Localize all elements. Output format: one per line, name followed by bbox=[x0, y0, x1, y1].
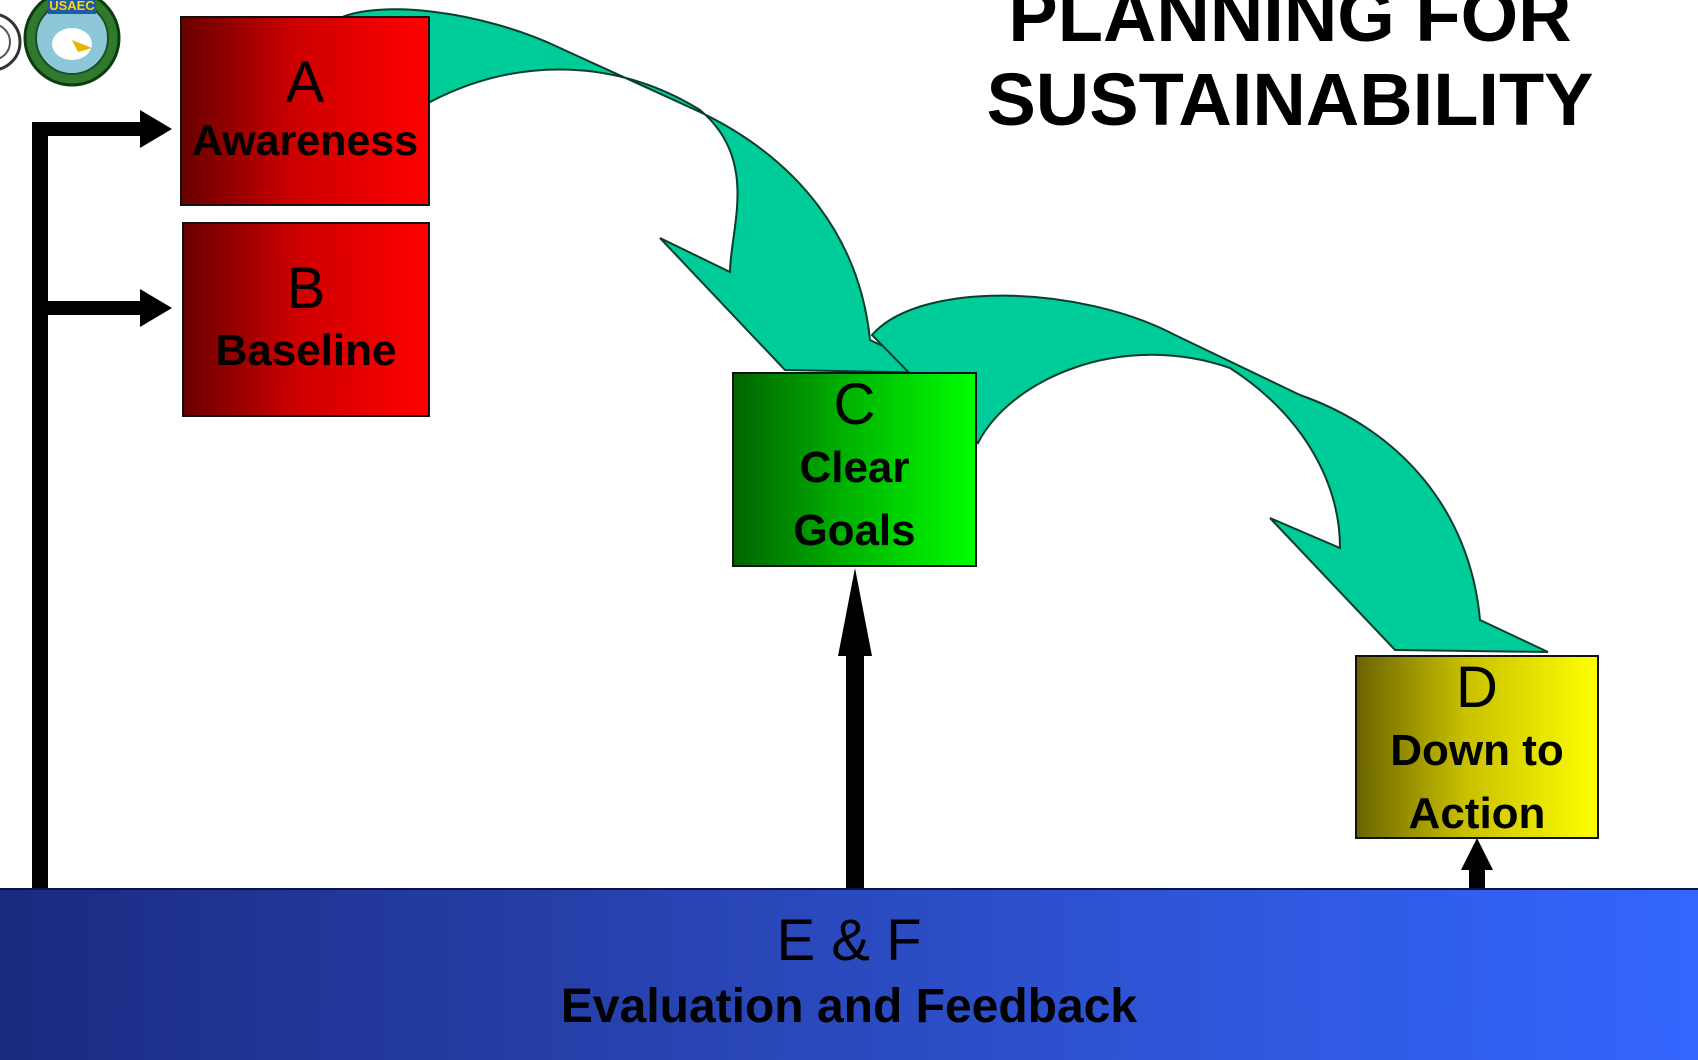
evaluation-feedback-band: E & F Evaluation and Feedback bbox=[0, 888, 1698, 1060]
stage-label-baseline: Baseline bbox=[215, 326, 397, 375]
stage-label-evaluation-feedback: Evaluation and Feedback bbox=[560, 980, 1138, 1033]
stage-letter-e-f: E & F bbox=[776, 908, 922, 973]
army-seal-logo bbox=[0, 13, 22, 71]
usaec-logo-text: USAEC bbox=[49, 0, 95, 13]
stage-label-clear: Clear bbox=[799, 443, 910, 492]
stage-box-down-to-action: D Down to Action bbox=[1355, 655, 1599, 839]
stage-letter-a: A bbox=[285, 50, 325, 115]
stage-box-clear-goals: C Clear Goals bbox=[732, 372, 977, 567]
curved-arrow-c-to-d bbox=[870, 294, 1549, 653]
stage-box-awareness: A Awareness bbox=[180, 16, 430, 206]
stage-label-down-to: Down to bbox=[1390, 726, 1564, 775]
stage-letter-c: C bbox=[833, 372, 876, 437]
curved-arrow-a-to-c bbox=[338, 8, 941, 374]
feedback-loop-arrow bbox=[32, 110, 172, 998]
stage-label-action: Action bbox=[1408, 789, 1546, 838]
title-line-2: SUSTAINABILITY bbox=[986, 58, 1594, 141]
title-line-1: PLANNING FOR bbox=[1008, 0, 1572, 57]
stage-letter-b: B bbox=[286, 256, 326, 321]
logos: USAEC bbox=[0, 0, 121, 87]
eagle-head-icon bbox=[52, 28, 92, 60]
stage-letter-d: D bbox=[1456, 655, 1498, 720]
stage-label-goals: Goals bbox=[793, 506, 916, 555]
stage-box-baseline: B Baseline bbox=[182, 222, 430, 417]
stage-label-awareness: Awareness bbox=[191, 117, 419, 165]
page-title: PLANNING FOR SUSTAINABILITY bbox=[900, 0, 1680, 142]
usaec-logo: USAEC bbox=[23, 0, 121, 87]
arrow-feedback-to-c bbox=[838, 568, 872, 902]
